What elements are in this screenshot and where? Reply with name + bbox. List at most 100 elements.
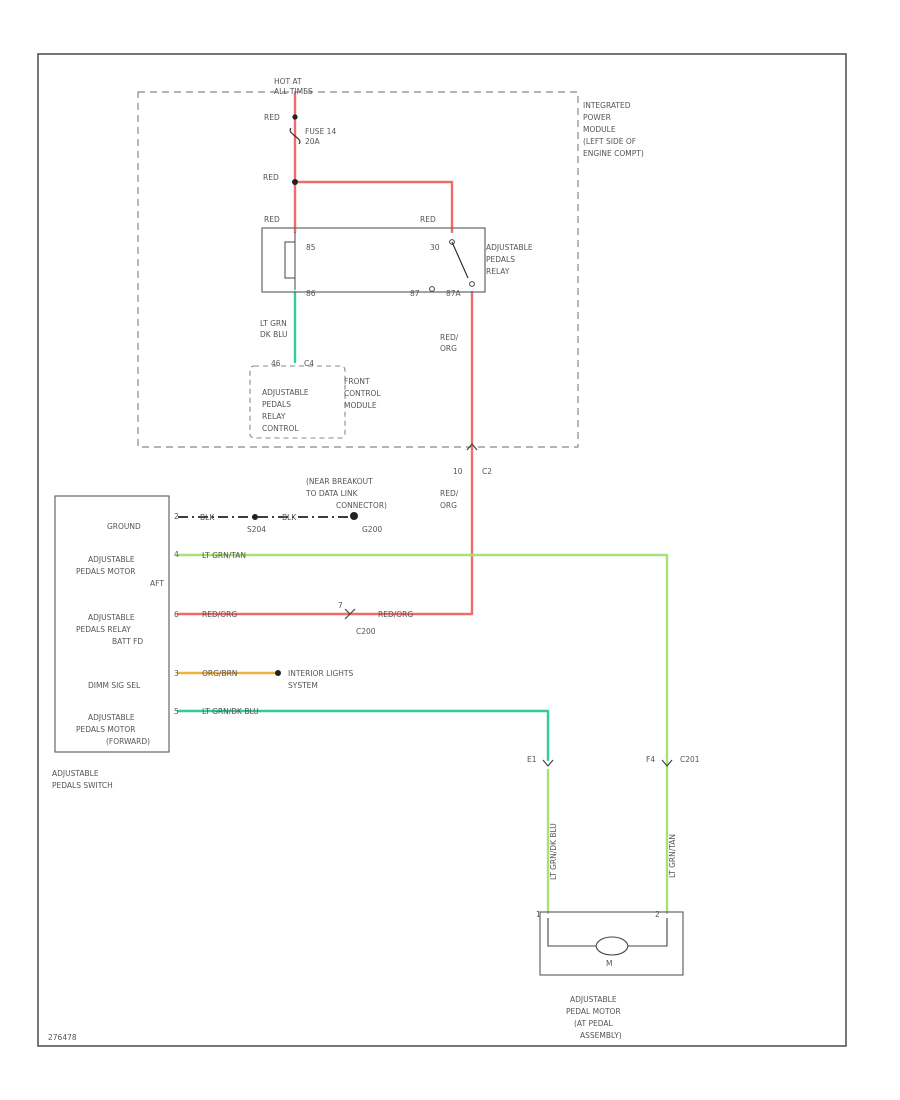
switch-label-fwd-1: ADJUSTABLE xyxy=(88,713,135,722)
c201-pin-right: F4 xyxy=(646,755,655,764)
wire-label-blk-1: BLK xyxy=(200,513,215,522)
c2-pin: 10 xyxy=(453,467,463,476)
fcm-box-line4: CONTROL xyxy=(262,424,299,433)
wire-label-ltgrn-tan: LT GRN/TAN xyxy=(202,551,246,560)
fuse-label-line1: FUSE 14 xyxy=(305,127,336,136)
c201-connector-left xyxy=(542,759,554,767)
ground-id-g200: G200 xyxy=(362,525,382,534)
switch-label-ground: GROUND xyxy=(107,522,141,531)
relay-pin-86: 86 xyxy=(306,289,316,298)
power-source-line1: HOT AT xyxy=(274,77,302,86)
motor-label-line3: (AT PEDAL xyxy=(574,1019,613,1028)
c2-connector xyxy=(466,443,478,451)
wire-label-red-org-h2: RED/ORG xyxy=(378,610,413,619)
switch-pin-batt: 6 xyxy=(174,610,179,619)
relay-switch xyxy=(429,239,475,292)
motor-pin-left: 1 xyxy=(536,910,541,919)
wire-label-red-b: RED xyxy=(263,173,279,182)
switch-name-line2: PEDALS SWITCH xyxy=(52,781,113,790)
fcm-box-line3: RELAY xyxy=(262,412,286,421)
relay-label-line2: PEDALS xyxy=(486,255,515,264)
ipm-dashed-outline xyxy=(137,91,579,448)
switch-pin-ground: 2 xyxy=(174,512,179,521)
ground-note-line2: TO DATA LINK xyxy=(305,489,359,498)
motor-label-line4: ASSEMBLY) xyxy=(580,1031,622,1040)
switch-name-line1: ADJUSTABLE xyxy=(52,769,99,778)
fcm-label-line3: MODULE xyxy=(344,401,377,410)
adjustable-pedals-switch-box xyxy=(54,495,170,753)
relay-pin-87: 87 xyxy=(410,289,420,298)
switch-label-dimm: DIMM SIG SEL xyxy=(88,681,141,690)
interior-lights-line2: SYSTEM xyxy=(288,681,318,690)
motor-symbol xyxy=(547,918,668,956)
relay-pin-85: 85 xyxy=(306,243,316,252)
relay-label-line1: ADJUSTABLE xyxy=(486,243,533,252)
wire-label-dkblu: DK BLU xyxy=(260,330,288,339)
motor-label-line2: PEDAL MOTOR xyxy=(566,1007,621,1016)
c200-connector xyxy=(344,608,356,620)
wire-label-ltgrn: LT GRN xyxy=(260,319,287,328)
motor-label-line1: ADJUSTABLE xyxy=(570,995,617,1004)
wire-label-red-d: RED xyxy=(420,215,436,224)
switch-label-aft-1: ADJUSTABLE xyxy=(88,555,135,564)
c201-connector-right xyxy=(661,759,673,767)
relay-pin-30: 30 xyxy=(430,243,440,252)
wire-red-org-main xyxy=(176,290,474,616)
wire-label-blk-2: BLK xyxy=(282,513,297,522)
c201-pin-left: E1 xyxy=(527,755,537,764)
fcm-conn: C4 xyxy=(304,359,314,368)
c201-id: C201 xyxy=(680,755,700,764)
c200-pin: 7 xyxy=(338,601,343,610)
wire-label-ltgrn-dkblu-h: LT GRN/DK BLU xyxy=(202,707,259,716)
splice-s204: S204 xyxy=(247,525,266,534)
switch-label-fwd-3: (FORWARD) xyxy=(106,737,150,746)
switch-label-aft-3: AFT xyxy=(150,579,164,588)
relay-coil xyxy=(284,232,296,290)
ipm-label-line2: POWER xyxy=(583,113,611,122)
ground-point-g200 xyxy=(350,512,358,520)
ipm-label-line3: MODULE xyxy=(583,125,616,134)
relay-pin-87a: 87A xyxy=(446,289,462,298)
wire-ltgrn-tan xyxy=(176,553,669,915)
fcm-pin: 46 xyxy=(271,359,281,368)
relay-box xyxy=(261,227,486,293)
ground-note-line3: CONNECTOR) xyxy=(336,501,387,510)
c200-id: C200 xyxy=(356,627,376,636)
switch-label-batt-3: BATT FD xyxy=(112,637,143,646)
wire-red-branch xyxy=(293,180,454,234)
switch-label-batt-1: ADJUSTABLE xyxy=(88,613,135,622)
fcm-label-line1: FRONT xyxy=(344,377,370,386)
wire-label-ltgrn-dkblu-v: LT GRN/DK BLU xyxy=(549,823,558,880)
switch-pin-aft: 4 xyxy=(174,550,179,559)
splice-red-branch xyxy=(292,179,298,185)
relay-label-line3: RELAY xyxy=(486,267,510,276)
ground-note-line1: (NEAR BREAKOUT xyxy=(306,477,373,486)
ipm-label-line1: INTEGRATED xyxy=(583,101,631,110)
splice-red-top xyxy=(292,114,298,120)
fcm-box-line1: ADJUSTABLE xyxy=(262,388,309,397)
wire-label-org-brn: ORG/BRN xyxy=(202,669,237,678)
motor-symbol-m: M xyxy=(606,959,612,968)
wire-label-red-org-2: ORG xyxy=(440,344,457,353)
wire-label-red-org-1: RED/ xyxy=(440,333,459,342)
wire-label-red-org-4: ORG xyxy=(440,501,457,510)
wire-label-ltgrn-tan-v: LT GRN/TAN xyxy=(668,834,677,878)
fcm-relay-control-box xyxy=(249,365,346,439)
interior-lights-line1: INTERIOR LIGHTS xyxy=(288,669,353,678)
switch-pin-dimm: 3 xyxy=(174,669,179,678)
power-source-line2: ALL TIMES xyxy=(274,87,313,96)
wire-label-red-org-3: RED/ xyxy=(440,489,459,498)
c2-conn: C2 xyxy=(482,467,492,476)
fuse-14 xyxy=(289,127,301,145)
footer-code: 276478 xyxy=(48,1033,77,1042)
switch-label-fwd-2: PEDALS MOTOR xyxy=(76,725,135,734)
ipm-label-line5: ENGINE COMPT) xyxy=(583,149,644,158)
switch-label-aft-2: PEDALS MOTOR xyxy=(76,567,135,576)
fcm-label-line2: CONTROL xyxy=(344,389,381,398)
switch-pin-fwd: 5 xyxy=(174,707,179,716)
wire-label-red-org-h1: RED/ORG xyxy=(202,610,237,619)
splice-ground xyxy=(252,514,258,520)
outer-frame xyxy=(37,53,847,1047)
motor-pin-right: 2 xyxy=(655,910,660,919)
